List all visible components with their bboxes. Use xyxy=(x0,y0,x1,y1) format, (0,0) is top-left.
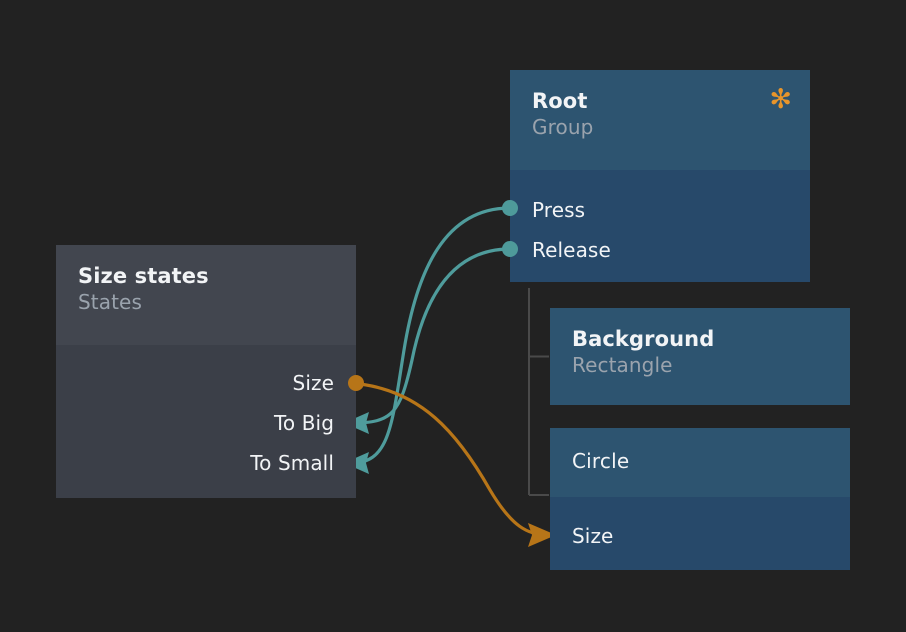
node-background[interactable]: Background Rectangle xyxy=(550,308,850,405)
port-root-release[interactable]: Release xyxy=(532,238,611,262)
connector-root-release-output[interactable] xyxy=(502,241,518,257)
node-root-subtitle: Group xyxy=(532,115,594,139)
node-size-states-title: Size states xyxy=(78,264,209,288)
node-background-header: Background Rectangle xyxy=(550,308,850,405)
node-background-title: Background xyxy=(572,327,715,351)
connector-root-press-output[interactable] xyxy=(502,200,518,216)
node-background-subtitle: Rectangle xyxy=(572,353,673,377)
node-root-header: Root Group ✻ xyxy=(510,70,810,170)
node-circle-body: Size xyxy=(550,497,850,570)
edge-release-to-big xyxy=(350,247,512,425)
node-size-states-header: Size states States xyxy=(56,245,356,345)
node-root[interactable]: Root Group ✻ Press Release xyxy=(510,70,810,282)
port-size-states-to-big[interactable]: To Big xyxy=(274,411,334,435)
tree-bracket xyxy=(528,288,549,496)
node-circle[interactable]: Circle Size xyxy=(550,428,850,570)
node-root-title: Root xyxy=(532,89,588,113)
node-root-body: Press Release xyxy=(510,170,810,282)
node-size-states[interactable]: Size states States Size To Big To Small xyxy=(56,245,356,498)
connector-size-states-size-output[interactable] xyxy=(348,375,364,391)
port-circle-size[interactable]: Size xyxy=(572,524,614,548)
node-size-states-body: Size To Big To Small xyxy=(56,345,356,498)
port-root-press[interactable]: Press xyxy=(532,198,586,222)
node-circle-header: Circle xyxy=(550,428,850,497)
port-size-states-to-small[interactable]: To Small xyxy=(250,451,334,475)
node-circle-title: Circle xyxy=(572,449,630,473)
edge-press-to-small xyxy=(350,206,512,465)
star-icon[interactable]: ✻ xyxy=(769,84,792,115)
edge-size-to-circle-size xyxy=(358,382,550,537)
node-size-states-subtitle: States xyxy=(78,290,142,314)
port-size-states-size[interactable]: Size xyxy=(292,371,334,395)
